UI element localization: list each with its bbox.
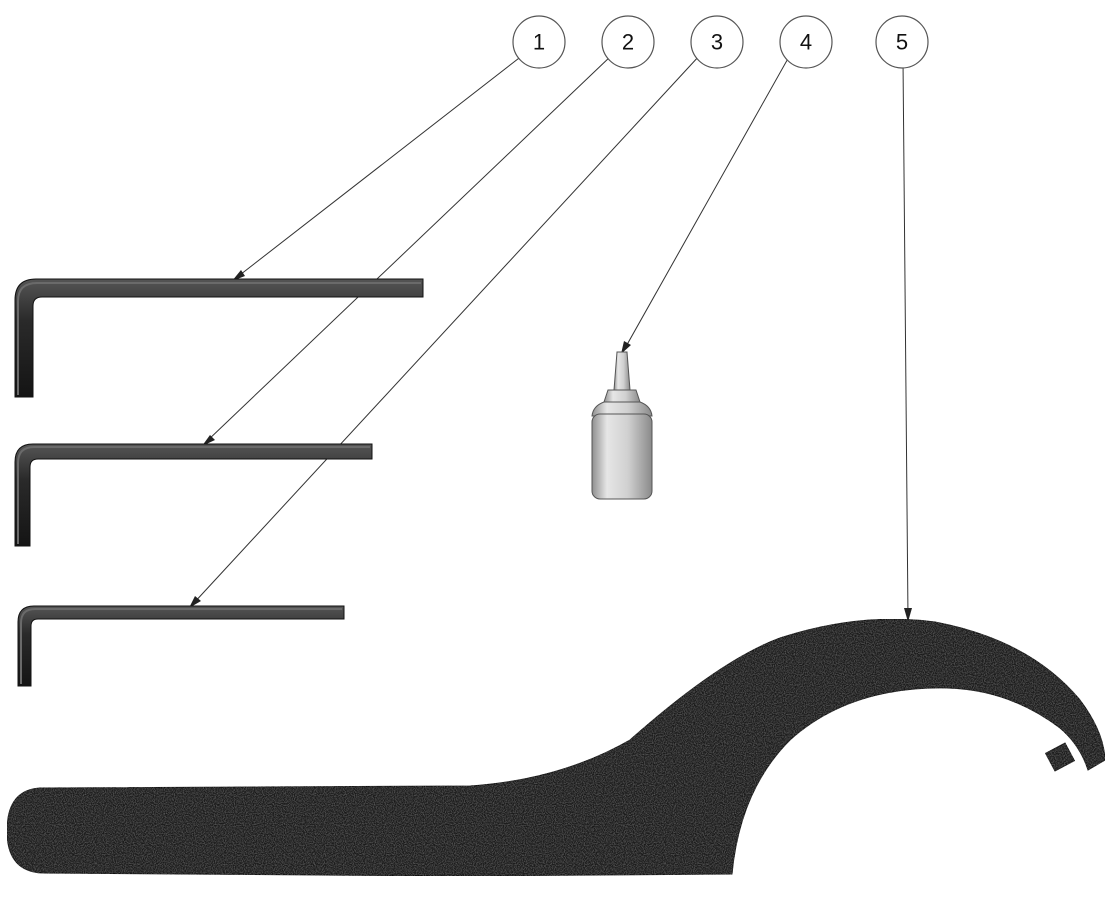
arrowhead-1	[232, 270, 245, 281]
hex-key-large-highlight	[17, 282, 421, 395]
arrowhead-2	[202, 435, 215, 446]
balloon-4-label: 4	[800, 30, 812, 55]
hex-key-small-body	[17, 605, 345, 687]
hex-key-small	[17, 605, 345, 687]
leader-line-1	[235, 54, 524, 279]
leader-line-2	[205, 54, 613, 443]
hex-key-large-body	[14, 278, 424, 398]
balloon-1: 1	[512, 15, 566, 69]
bottle-body	[591, 413, 653, 500]
hook-spanner-wrench	[6, 618, 1105, 877]
wrench-body	[6, 618, 1105, 877]
arrowhead-5	[904, 608, 912, 622]
balloon-2-label: 2	[622, 30, 634, 55]
bottle-cap	[603, 389, 641, 403]
leader-lines	[189, 54, 912, 622]
arrowhead-4	[621, 341, 631, 354]
arrowhead-3	[189, 596, 201, 608]
wrench-hook-pin	[1044, 742, 1076, 772]
hex-key-small-highlight	[20, 608, 342, 684]
leader-line-3	[191, 54, 701, 606]
bottle-tip	[613, 351, 631, 391]
leader-line-4	[623, 54, 791, 351]
balloon-2: 2	[601, 15, 655, 69]
hex-key-medium-highlight	[17, 446, 370, 544]
balloon-1-label: 1	[533, 30, 545, 55]
hex-key-medium-body	[14, 443, 373, 547]
thread-locker-bottle	[591, 351, 653, 500]
balloon-5-label: 5	[896, 30, 908, 55]
bottle-shoulder	[591, 401, 653, 417]
balloon-3-label: 3	[711, 30, 723, 55]
balloon-3: 3	[690, 15, 744, 69]
balloon-4: 4	[779, 15, 833, 69]
hex-key-large	[14, 278, 424, 398]
hex-key-medium	[14, 443, 373, 547]
balloons: 1 2 3 4 5	[512, 15, 929, 69]
balloon-5: 5	[875, 15, 929, 69]
leader-line-5	[902, 59, 909, 619]
